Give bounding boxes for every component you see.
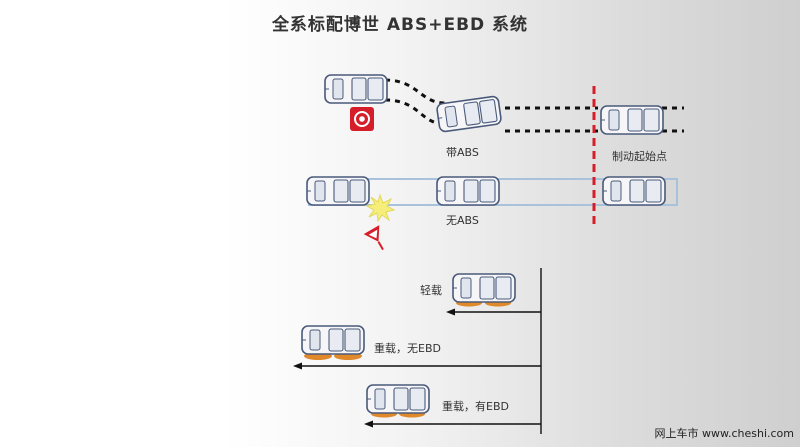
car-abs-start <box>324 74 388 104</box>
car-no-abs-start <box>306 176 370 206</box>
label-heavy-no-ebd: 重载，无EBD <box>374 342 441 355</box>
warning-triangle-icon <box>363 225 384 251</box>
car-light-load <box>452 273 516 303</box>
car-no-abs-end <box>602 176 666 206</box>
page-title: 全系标配博世 ABS+EBD 系统 <box>271 15 529 35</box>
label-with-abs: 带ABS <box>446 146 479 159</box>
car-no-abs-mid <box>436 176 500 206</box>
label-braking-start: 制动起始点 <box>612 150 667 163</box>
label-without-abs: 无ABS <box>446 214 479 227</box>
abs-steering-path-upper <box>384 78 446 105</box>
abs-warning-icon <box>350 107 374 131</box>
car-heavy-no-ebd <box>301 325 365 355</box>
abs-steering-path-lower <box>384 98 446 126</box>
arrow-head-heavy-ebd <box>364 420 373 428</box>
arrow-head-heavy-no-ebd <box>293 362 302 370</box>
arrow-head-light-load <box>446 308 455 316</box>
car-abs-end <box>600 105 664 135</box>
car-abs-steering <box>435 95 503 133</box>
collision-burst-icon <box>365 193 396 223</box>
label-light-load: 轻载 <box>420 284 442 297</box>
car-heavy-ebd <box>366 384 430 414</box>
site-watermark: 网上车市 www.cheshi.com <box>654 427 794 440</box>
label-heavy-with-ebd: 重载，有EBD <box>442 400 509 413</box>
